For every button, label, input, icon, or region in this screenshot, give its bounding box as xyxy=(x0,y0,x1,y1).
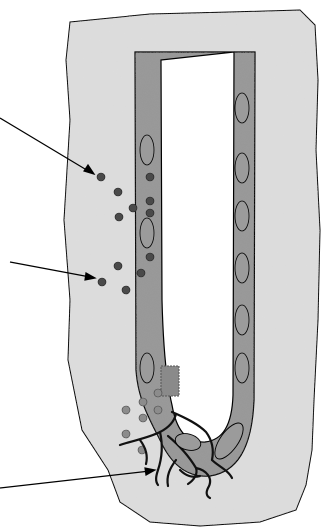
light-particle xyxy=(139,414,147,422)
dark-particle xyxy=(146,173,154,181)
dark-particle xyxy=(114,188,122,196)
dark-particle xyxy=(146,253,154,261)
dark-particle xyxy=(122,286,130,294)
nucleus xyxy=(235,93,249,123)
dark-particle xyxy=(97,173,105,181)
nucleus xyxy=(235,253,249,283)
dark-particle xyxy=(114,262,122,270)
nucleus xyxy=(235,201,249,231)
dark-particle xyxy=(137,269,145,277)
dark-particle xyxy=(146,209,154,217)
nucleus xyxy=(140,353,154,383)
light-particle xyxy=(122,430,130,438)
light-particle xyxy=(139,398,147,406)
nucleus xyxy=(140,135,154,165)
dark-particle xyxy=(146,197,154,205)
dark-particle xyxy=(98,278,106,286)
dark-particle xyxy=(129,204,137,212)
light-particle xyxy=(154,406,162,414)
light-particle xyxy=(154,389,162,397)
nucleus xyxy=(235,153,249,183)
light-particle xyxy=(122,406,130,414)
nucleus xyxy=(140,218,154,248)
dark-particle xyxy=(115,213,123,221)
nucleus xyxy=(235,305,249,335)
nucleus xyxy=(235,353,249,383)
rectangular-patch xyxy=(161,366,179,396)
